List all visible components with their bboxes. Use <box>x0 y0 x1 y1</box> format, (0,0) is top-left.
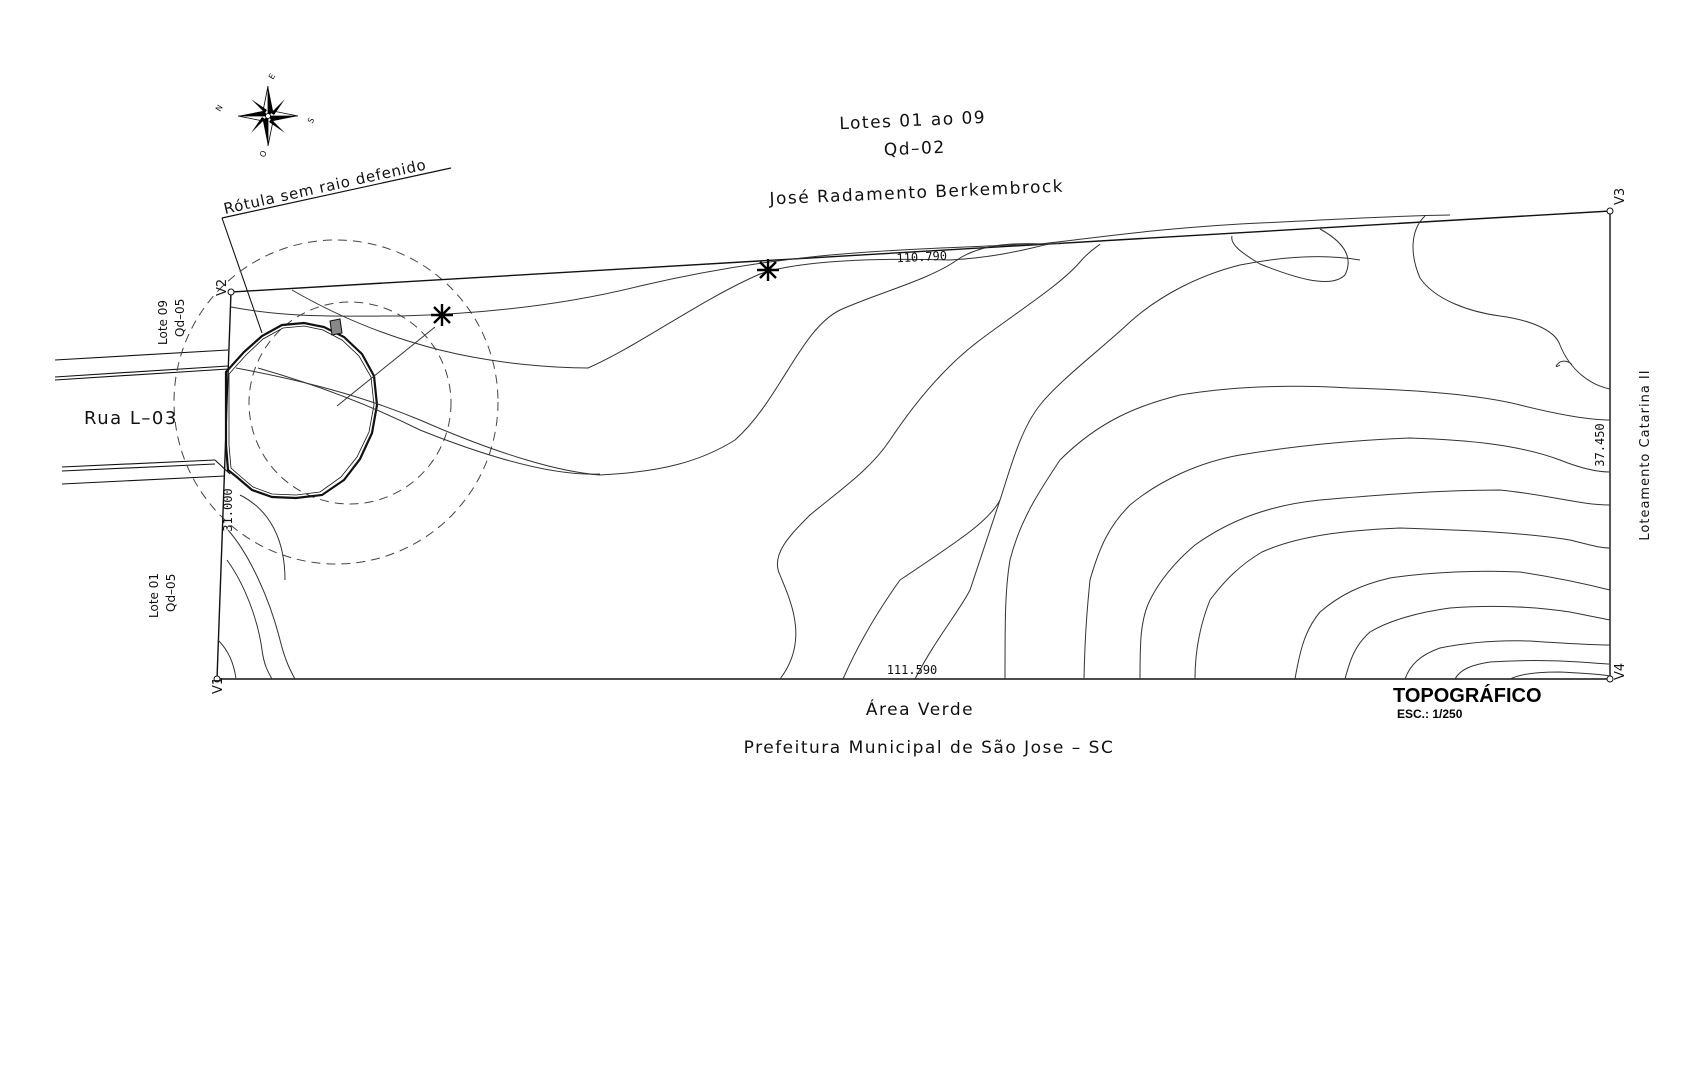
vertex-v3-marker <box>1606 207 1614 215</box>
bottom-neighbor-label: Área Verde <box>866 698 974 720</box>
vertex-v4-label: V4 <box>1613 663 1628 680</box>
block-label: Qd–02 <box>883 138 946 161</box>
footer-label: Prefeitura Municipal de São Jose – SC <box>744 738 1115 758</box>
roundabout-note-underline <box>221 167 452 219</box>
compass-e-label: E <box>267 72 277 81</box>
qd-05-top-label: Qd–05 <box>173 299 187 337</box>
compass-s-label: S <box>306 116 316 125</box>
roundabout-inner-outline <box>228 325 375 496</box>
tree-symbol-icon <box>757 259 779 281</box>
lote-09-label: Lote 09 <box>156 300 170 345</box>
compass-rose-icon <box>237 85 299 147</box>
vertex-v2-label: V2 <box>215 279 230 296</box>
street-label: Rua L–03 <box>84 408 178 429</box>
compass-o-label: O <box>258 149 269 159</box>
dimension-right: 37.450 <box>1593 423 1607 466</box>
owner-label: José Radamento Berkembrock <box>768 177 1064 210</box>
radius-line <box>336 326 436 407</box>
dimension-left: 31.000 <box>221 488 235 531</box>
dimension-top: 110.790 <box>896 249 947 266</box>
compass-n-label: N <box>214 103 225 113</box>
inner-dashed-circle <box>248 301 452 505</box>
roundabout-leader-line <box>221 217 263 334</box>
roundabout-outline <box>224 321 379 500</box>
outer-dashed-circle <box>173 239 499 565</box>
vertex-v3-label: V3 <box>1613 188 1628 205</box>
street-lines <box>54 349 231 485</box>
vertex-v1-label: V1 <box>211 677 226 694</box>
right-neighbor-label: Loteamento Catarina II <box>1638 369 1653 540</box>
drawing-title: TOPOGRÁFICO <box>1393 684 1542 707</box>
vertex-v1-marker <box>213 675 221 683</box>
roundabout-note: Rótula sem raio defenido <box>222 155 428 217</box>
contour-lines <box>217 214 1611 680</box>
vertex-v2-marker <box>227 288 235 296</box>
meter-box <box>329 318 343 336</box>
qd-05-bottom-label: Qd–05 <box>164 574 178 612</box>
lots-label: Lotes 01 ao 09 <box>839 108 987 134</box>
dimension-bottom: 111.590 <box>887 663 938 677</box>
tree-symbol-icon <box>431 304 453 326</box>
lote-01-label: Lote 01 <box>147 573 161 618</box>
drawing-scale: ESC.: 1/250 <box>1397 707 1463 721</box>
